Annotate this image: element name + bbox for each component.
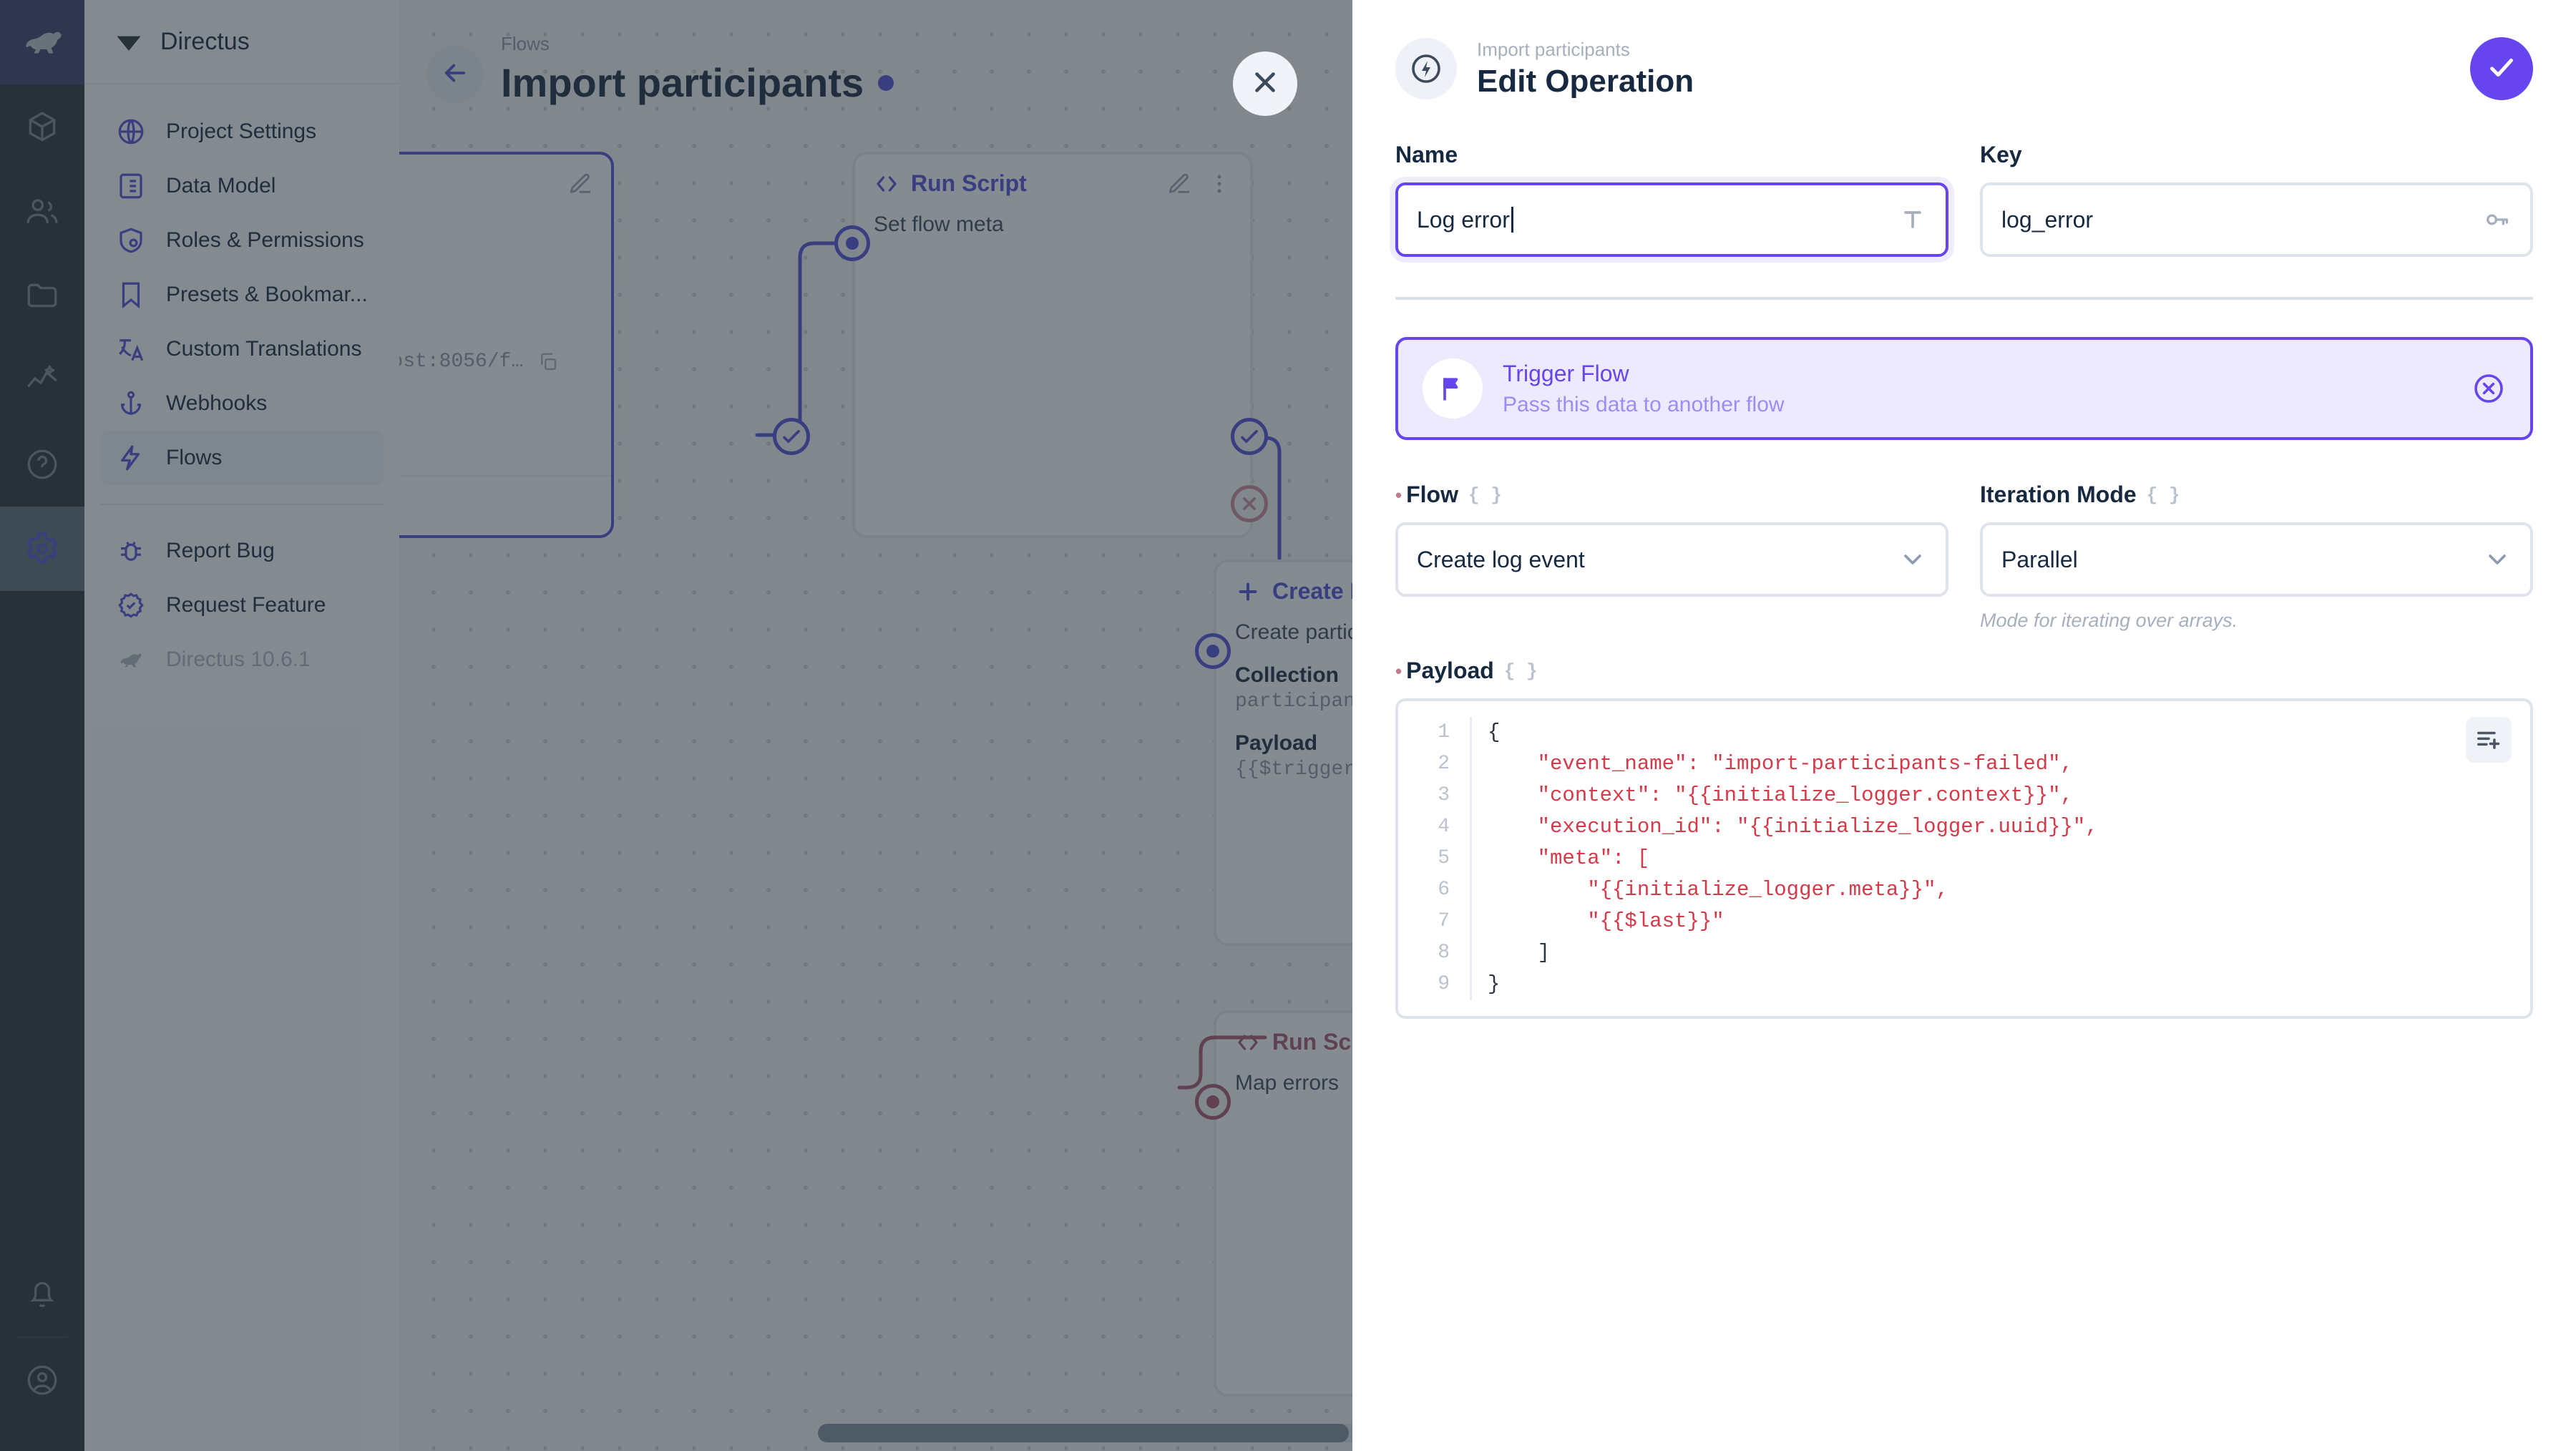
line-number: 3: [1438, 784, 1450, 806]
code-line: 1 {: [1398, 717, 2530, 748]
code-line: 4 "execution_id": "{{initialize_logger.u…: [1398, 811, 2530, 843]
close-circle-icon[interactable]: [2472, 371, 2506, 406]
check-icon: [2485, 51, 2518, 87]
line-content: "{{$last}}": [1470, 906, 2530, 937]
braces-icon: { }: [1468, 484, 1502, 506]
chevron-down-icon: [1898, 545, 1927, 574]
section-divider: [1395, 297, 2533, 300]
line-number: 2: [1438, 753, 1450, 775]
line-number: 5: [1438, 847, 1450, 869]
line-number: 6: [1438, 879, 1450, 901]
flow-field-label: Flow { }: [1395, 482, 1948, 508]
line-content: "execution_id": "{{initialize_logger.uui…: [1470, 811, 2530, 843]
edit-operation-drawer: Import participants Edit Operation Name …: [1352, 0, 2576, 1451]
drawer-title: Edit Operation: [1477, 63, 1694, 99]
flow-iteration-row: Flow { } Create log event Iteration Mode…: [1395, 482, 2533, 632]
line-content: "{{initialize_logger.meta}}",: [1470, 874, 2530, 906]
operation-type-subtitle: Pass this data to another flow: [1503, 392, 1785, 416]
payload-block: Payload { } 1 { 2 "event_name": "import-…: [1395, 658, 2533, 1019]
format-indent-icon[interactable]: [2466, 717, 2512, 763]
key-icon: [2483, 205, 2512, 234]
payload-field-label-text: Payload: [1406, 658, 1494, 683]
chevron-down-icon: [2483, 545, 2512, 574]
code-line: 7 "{{$last}}": [1398, 906, 2530, 937]
overlay-scrim[interactable]: [0, 0, 1352, 1451]
save-button[interactable]: [2470, 37, 2533, 100]
line-number: 1: [1438, 721, 1450, 743]
text-format-icon: [1898, 205, 1927, 234]
flow-select[interactable]: Create log event: [1395, 522, 1948, 597]
iteration-field-label: Iteration Mode { }: [1980, 482, 2533, 508]
code-line: 2 "event_name": "import-participants-fai…: [1398, 748, 2530, 780]
flow-select-value: Create log event: [1417, 546, 1585, 572]
code-line: 5 "meta": [: [1398, 843, 2530, 874]
operation-type-title: Trigger Flow: [1503, 360, 1629, 386]
drawer-breadcrumb: Import participants: [1477, 38, 1630, 60]
code-line: 3 "context": "{{initialize_logger.contex…: [1398, 780, 2530, 811]
payload-code-editor[interactable]: 1 { 2 "event_name": "import-participants…: [1395, 698, 2533, 1019]
line-number: 8: [1438, 942, 1450, 964]
line-content: "meta": [: [1470, 843, 2530, 874]
name-field-label: Name: [1395, 142, 1458, 167]
line-number: 7: [1438, 910, 1450, 932]
iteration-field-label-text: Iteration Mode: [1980, 482, 2137, 507]
line-content: {: [1470, 717, 2530, 748]
name-key-row: Name Log error Key log_error: [1395, 142, 2533, 257]
code-line: 8 ]: [1398, 937, 2530, 969]
line-number: 4: [1438, 816, 1450, 838]
name-input-value: Log error: [1417, 207, 1513, 233]
drawer-body: Name Log error Key log_error: [1352, 142, 2576, 1019]
line-content: "event_name": "import-participants-faile…: [1470, 748, 2530, 780]
braces-icon: { }: [1503, 660, 1538, 682]
bolt-circle-icon: [1395, 38, 1457, 99]
close-drawer-button[interactable]: [1233, 52, 1297, 116]
key-input-value: log_error: [2001, 206, 2094, 233]
line-content: }: [1470, 969, 2530, 1000]
code-line: 9 }: [1398, 969, 2530, 1000]
line-content: ]: [1470, 937, 2530, 969]
drawer-header: Import participants Edit Operation: [1352, 0, 2576, 100]
code-line: 6 "{{initialize_logger.meta}}",: [1398, 874, 2530, 906]
close-x-icon: [1249, 66, 1282, 102]
line-number: 9: [1438, 973, 1450, 995]
line-content: "context": "{{initialize_logger.context}…: [1470, 780, 2530, 811]
flag-icon: [1423, 358, 1483, 419]
flow-field-label-text: Flow: [1406, 482, 1458, 507]
name-input[interactable]: Log error: [1395, 182, 1948, 257]
iteration-mode-note: Mode for iterating over arrays.: [1980, 610, 2238, 631]
payload-field-label: Payload { }: [1395, 658, 2533, 684]
iteration-mode-value: Parallel: [2001, 546, 2078, 572]
key-input[interactable]: log_error: [1980, 182, 2533, 257]
operation-type-card[interactable]: Trigger Flow Pass this data to another f…: [1395, 337, 2533, 440]
key-field-label: Key: [1980, 142, 2022, 167]
iteration-mode-select[interactable]: Parallel: [1980, 522, 2533, 597]
braces-icon: { }: [2146, 484, 2180, 506]
